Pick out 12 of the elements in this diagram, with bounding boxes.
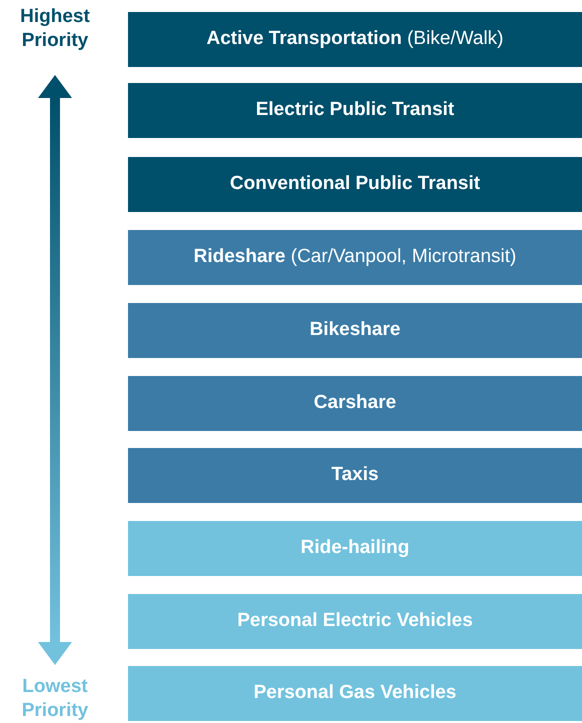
priority-bar: Taxis	[128, 448, 582, 503]
priority-bar: Carshare	[128, 376, 582, 431]
priority-bar: Conventional Public Transit	[128, 157, 582, 212]
priority-bar: Active Transportation (Bike/Walk)	[128, 12, 582, 67]
axis-label: Lowest Priority	[20, 675, 90, 723]
axis-label: Highest Priority	[19, 5, 91, 53]
priority-bar: Personal Electric Vehicles	[128, 594, 582, 649]
priority-bar: Ride-hailing	[128, 521, 582, 576]
priority-bar: Rideshare (Car/Vanpool, Microtransit)	[128, 230, 582, 285]
priority-bar: Personal Gas Vehicles	[128, 666, 582, 721]
priority-bar: Bikeshare	[128, 303, 582, 358]
priority-bar: Electric Public Transit	[128, 83, 582, 138]
